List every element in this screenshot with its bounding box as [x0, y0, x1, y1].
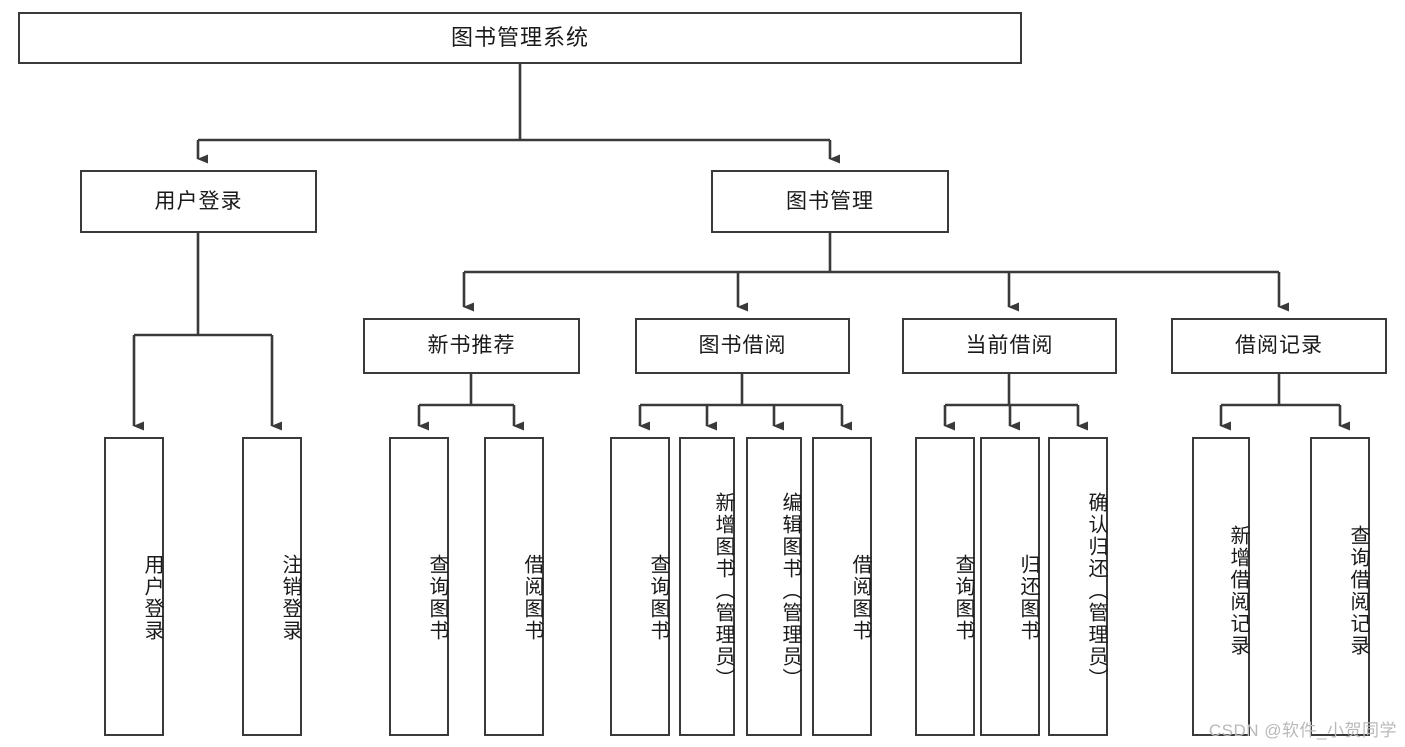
node-leaf-borrow-book-1[interactable]: 借阅图书 — [484, 437, 544, 736]
node-leaf-query-book-1-label: 查询图书 — [426, 553, 448, 642]
node-user-login[interactable]: 用户登录 — [80, 170, 317, 233]
node-leaf-borrow-book-2[interactable]: 借阅图书 — [812, 437, 872, 736]
node-leaf-logout[interactable]: 注销登录 — [242, 437, 302, 736]
node-leaf-borrow-book-2-label: 借阅图书 — [849, 553, 871, 642]
csdn-watermark: CSDN @软件_小贺同学 — [1208, 721, 1397, 740]
node-leaf-edit-book-label: 编辑图书（管理员） — [779, 491, 801, 690]
node-current-borrow-label: 当前借阅 — [965, 334, 1054, 358]
node-leaf-borrow-book-1-label: 借阅图书 — [521, 553, 543, 642]
node-leaf-query-record[interactable]: 查询借阅记录 — [1310, 437, 1370, 736]
node-user-login-label: 用户登录 — [154, 189, 243, 213]
node-leaf-return-book-label: 归还图书 — [1017, 553, 1039, 642]
node-book-borrow-label: 图书借阅 — [698, 334, 787, 358]
node-leaf-add-record[interactable]: 新增借阅记录 — [1192, 437, 1250, 736]
node-leaf-confirm-return-label: 确认归还（管理员） — [1085, 491, 1107, 690]
node-leaf-user-login[interactable]: 用户登录 — [104, 437, 164, 736]
node-new-book-rec[interactable]: 新书推荐 — [363, 318, 580, 374]
node-current-borrow[interactable]: 当前借阅 — [902, 318, 1117, 374]
node-leaf-confirm-return[interactable]: 确认归还（管理员） — [1048, 437, 1108, 736]
node-book-borrow[interactable]: 图书借阅 — [635, 318, 850, 374]
node-leaf-user-login-label: 用户登录 — [141, 553, 163, 642]
node-leaf-return-book[interactable]: 归还图书 — [980, 437, 1040, 736]
node-leaf-query-record-label: 查询借阅记录 — [1347, 524, 1369, 657]
node-borrow-record[interactable]: 借阅记录 — [1171, 318, 1387, 374]
node-book-manage[interactable]: 图书管理 — [711, 170, 949, 233]
node-root[interactable]: 图书管理系统 — [18, 12, 1022, 64]
node-leaf-query-book-2[interactable]: 查询图书 — [610, 437, 670, 736]
node-leaf-query-book-1[interactable]: 查询图书 — [389, 437, 449, 736]
node-leaf-query-book-2-label: 查询图书 — [647, 553, 669, 642]
node-leaf-add-book[interactable]: 新增图书（管理员） — [679, 437, 735, 736]
node-leaf-query-book-3[interactable]: 查询图书 — [915, 437, 975, 736]
node-leaf-add-book-label: 新增图书（管理员） — [712, 491, 734, 690]
node-root-label: 图书管理系统 — [450, 24, 589, 50]
node-book-manage-label: 图书管理 — [786, 189, 874, 213]
node-borrow-record-label: 借阅记录 — [1235, 334, 1323, 358]
node-leaf-edit-book[interactable]: 编辑图书（管理员） — [746, 437, 802, 736]
node-leaf-add-record-label: 新增借阅记录 — [1227, 524, 1249, 657]
node-leaf-query-book-3-label: 查询图书 — [952, 553, 974, 642]
node-new-book-rec-label: 新书推荐 — [427, 334, 516, 358]
node-leaf-logout-label: 注销登录 — [279, 553, 301, 642]
